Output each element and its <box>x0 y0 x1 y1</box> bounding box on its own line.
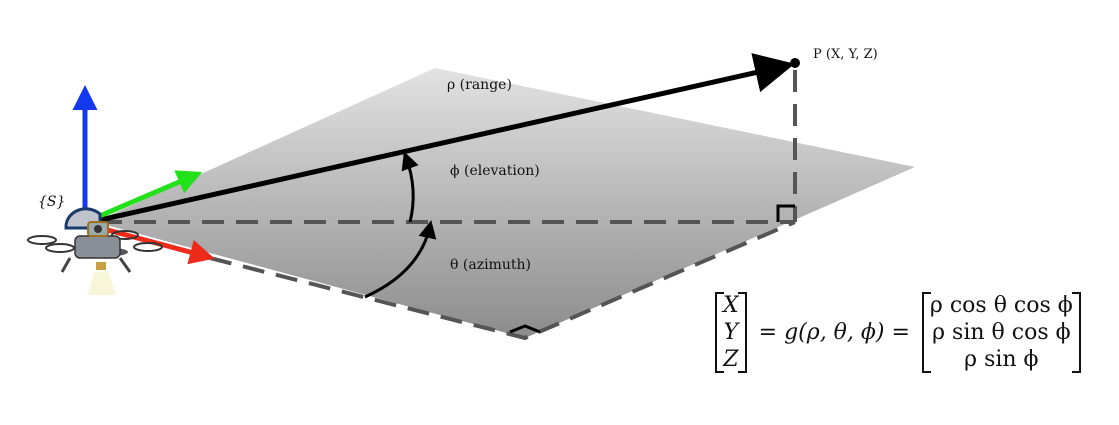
right-angle-mark <box>776 204 795 222</box>
lhs-x: X <box>723 293 739 318</box>
azimuth-arc <box>364 220 437 299</box>
lhs-vector: X Y Z <box>715 292 747 373</box>
drone-icon <box>27 207 163 295</box>
rhs-y: ρ sin θ cos ϕ <box>932 320 1071 345</box>
ground-plane <box>95 68 915 338</box>
rhs-z: ρ sin ϕ <box>964 347 1039 372</box>
rhs-x: ρ cos θ cos ϕ <box>929 293 1073 318</box>
equation-middle: = g(ρ, θ, ϕ) = <box>758 320 910 345</box>
azimuth-dashed-line <box>209 220 796 341</box>
elevation-label: ϕ (elevation) <box>450 163 540 179</box>
lhs-y: Y <box>723 320 739 345</box>
point-p <box>790 58 800 68</box>
conversion-equation: X Y Z = g(ρ, θ, ϕ) = ρ cos θ cos ϕ ρ sin… <box>715 292 1081 373</box>
range-label: ρ (range) <box>447 77 512 93</box>
elevation-arc <box>401 151 419 223</box>
azimuth-label: θ (azimuth) <box>450 257 531 273</box>
range-vector <box>99 53 795 223</box>
lhs-z: Z <box>723 347 739 372</box>
y-axis-arrow <box>94 170 203 221</box>
right-angle-mark <box>509 324 541 334</box>
rhs-vector: ρ cos θ cos ϕ ρ sin θ cos ϕ ρ sin ϕ <box>921 292 1081 373</box>
point-label: P (X, Y, Z) <box>813 47 878 62</box>
frame-label: {S} <box>38 194 66 210</box>
